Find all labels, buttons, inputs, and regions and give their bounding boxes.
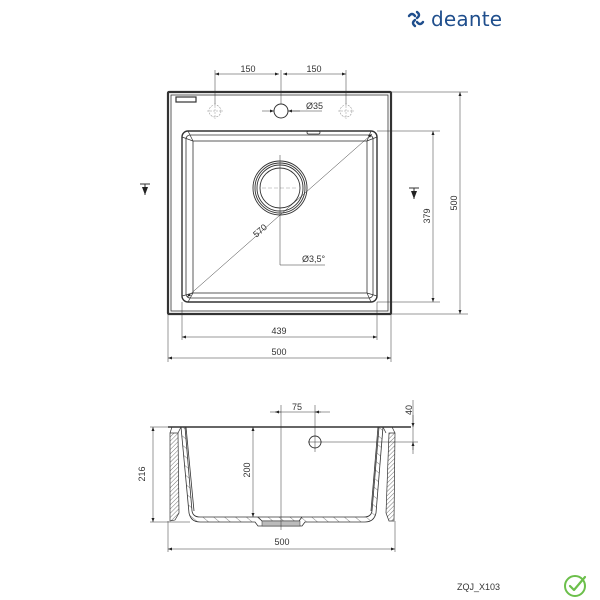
dim-bowl-depth: 200: [242, 462, 252, 477]
dim-total-height: 216: [137, 466, 147, 481]
dim-tap-diameter: Ø35: [306, 101, 323, 111]
section-view: [150, 400, 418, 552]
dim-outer-depth: 500: [449, 195, 459, 210]
product-code: ZQJ_X103: [457, 582, 501, 592]
dim-inner-depth: 379: [422, 208, 432, 223]
dim-outer-width: 500: [271, 347, 286, 357]
dim-tap-left: 150: [240, 64, 255, 74]
dim-section-width: 500: [274, 537, 289, 547]
dim-drain-slope: Ø3,5°: [302, 254, 326, 264]
deante-logo-icon: [407, 10, 425, 28]
dim-tap-right: 150: [306, 64, 321, 74]
dim-overflow-height: 40: [404, 405, 414, 415]
dim-inner-width: 439: [271, 326, 286, 336]
check-circle-icon: [564, 575, 587, 597]
section-view-labels: 75 40 216 200 500: [137, 402, 414, 547]
brand-name: deante: [431, 7, 503, 31]
dim-diagonal: 570: [251, 222, 269, 239]
brand-logo: deante: [405, 5, 502, 33]
top-view: [140, 70, 468, 362]
top-view-labels: 150 150 Ø35 570 Ø3,5° 439 500 379 500: [240, 64, 459, 357]
dim-overflow-offset: 75: [292, 402, 302, 412]
